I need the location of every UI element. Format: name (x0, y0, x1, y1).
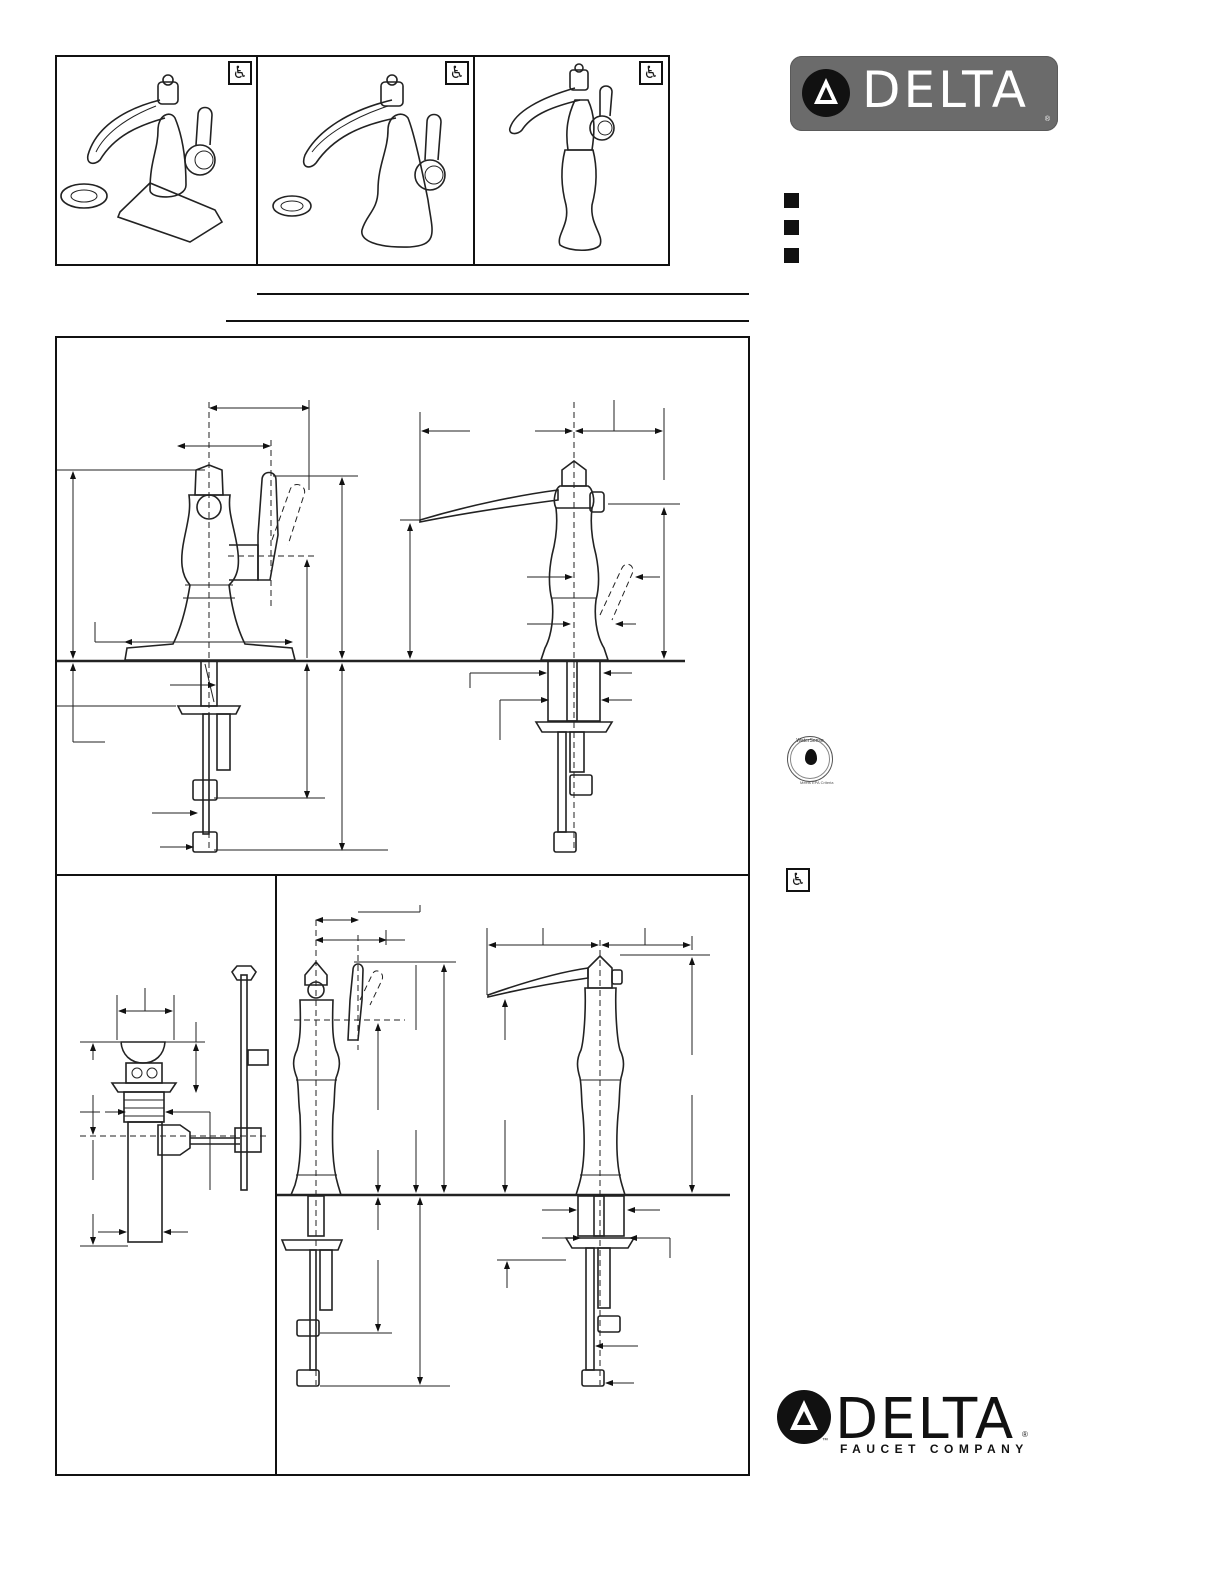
bullet-marker (784, 193, 799, 208)
pop-up-drain-panel (55, 874, 277, 1476)
registered-mark: ® (1044, 116, 1050, 123)
product-strip-divider (473, 56, 475, 265)
accessibility-icon: ♿ (445, 61, 469, 85)
delta-wordmark: DELTA (835, 1387, 1016, 1452)
title-rule (257, 293, 749, 295)
accessibility-icon: ♿ (639, 61, 663, 85)
bullet-marker (784, 248, 799, 263)
title-rule (226, 320, 749, 322)
faucet-with-escutcheon-illustration (60, 74, 224, 243)
front-view-drawing (400, 400, 680, 853)
trademark-mark: ™ (822, 1438, 828, 1444)
faucet-company-text: FAUCET COMPANY (840, 1442, 1029, 1456)
watersense-badge: WaterSense (787, 736, 833, 782)
delta-wordmark: DELTA (862, 61, 1029, 119)
vessel-side-view-drawing (277, 905, 730, 1387)
watersense-ring (790, 739, 830, 779)
accessibility-icon: ♿ (228, 61, 252, 85)
vessel-front-view-drawing (486, 928, 710, 1387)
bullet-marker (784, 220, 799, 235)
watersense-caption: Meets EPA Criteria (800, 780, 834, 785)
water-drop-icon (805, 749, 817, 765)
vessel-dimension-panel (275, 874, 750, 1476)
faucet-without-escutcheon-illustration (272, 74, 446, 248)
watersense-label: WaterSense (796, 738, 824, 744)
dimension-drawing-panel-top (55, 336, 750, 876)
registered-mark: ® (1022, 1430, 1028, 1439)
delta-badge-logo: DELTA ® (790, 56, 1058, 131)
pop-up-drain-drawing (80, 965, 270, 1247)
accessibility-icon: ♿ (786, 868, 810, 892)
vessel-faucet-illustration (508, 63, 615, 252)
product-strip-divider (256, 56, 258, 265)
